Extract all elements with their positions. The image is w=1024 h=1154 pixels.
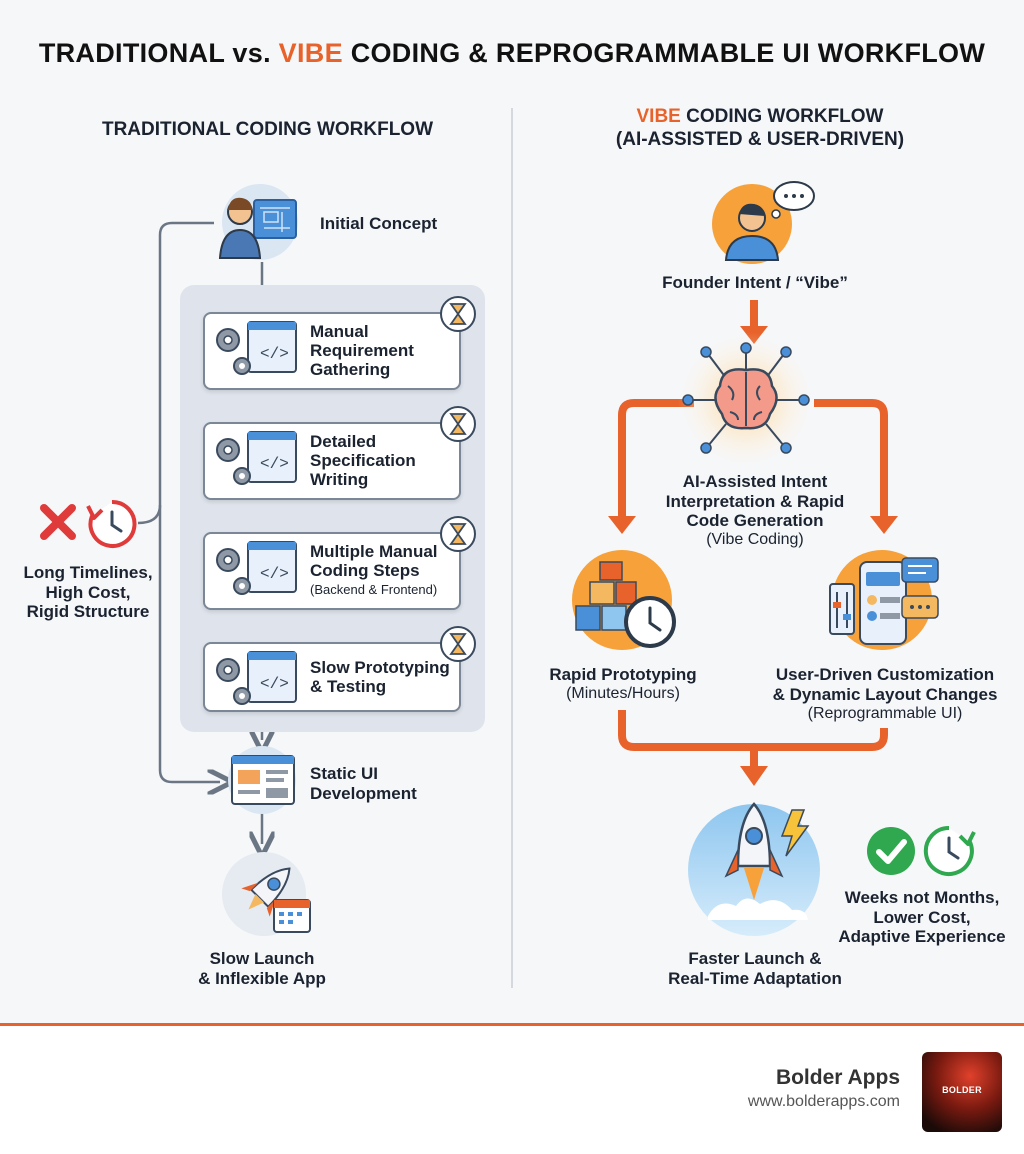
ai-line2: Interpretation & Rapid <box>665 492 845 511</box>
check-icon <box>866 826 916 876</box>
step1-line3: Gathering <box>310 360 391 379</box>
slow-launch-line2: & Inflexible App <box>198 969 326 988</box>
column-divider <box>511 108 513 988</box>
person-blueprint-icon <box>218 182 300 262</box>
hourglass-icons <box>440 296 476 662</box>
slow-launch-line1: Slow Launch <box>209 949 315 968</box>
fast-launch-line1: Faster Launch & <box>688 949 822 968</box>
step-requirement-gathering <box>203 312 461 390</box>
rocket-calendar-icon <box>214 850 314 940</box>
ai-brain-icon <box>676 330 816 470</box>
drawback-line2: High Cost, <box>45 583 131 602</box>
fast-launch-line2: Real-Time Adaptation <box>668 969 842 988</box>
initial-concept-label: Initial Concept <box>320 214 438 233</box>
step4-line2: & Testing <box>310 677 387 696</box>
step4-line1: Slow Prototyping <box>310 658 450 677</box>
gear-code-icons: </> <box>216 321 297 705</box>
page-title: TRADITIONAL vs. VIBE CODING & REPROGRAMM… <box>38 38 986 68</box>
static-ui-line2: Development <box>310 784 417 803</box>
x-mark-icon <box>36 500 80 544</box>
step1-line2: Requirement <box>310 341 414 360</box>
step3-line2: Coding Steps <box>310 561 420 580</box>
step2-line1: Detailed <box>310 432 377 451</box>
clock-forward-icon <box>922 824 976 878</box>
rapid-proto-note: (Minutes/Hours) <box>566 685 680 702</box>
traditional-heading: TRADITIONAL CODING WORKFLOW <box>101 119 434 140</box>
custom-note: (Reprogrammable UI) <box>807 705 963 722</box>
step1-line1: Manual <box>310 322 369 341</box>
svg-text:</>: </> <box>260 345 289 363</box>
step-specification-writing <box>203 422 461 500</box>
rocket-launch-icon <box>688 796 824 938</box>
vibe-connectors <box>608 300 898 786</box>
brand-url[interactable]: www.bolderapps.com <box>747 1093 900 1110</box>
step2-line2: Specification <box>310 451 416 470</box>
blocks-clock-icon <box>568 548 680 652</box>
benefit-line1: Weeks not Months, <box>844 888 1000 907</box>
benefit-line2: Lower Cost, <box>873 908 971 927</box>
custom-line1: User-Driven Customization <box>775 665 995 684</box>
ai-line1: AI-Assisted Intent <box>682 472 828 491</box>
drawback-line3: Rigid Structure <box>26 602 150 621</box>
bolder-logo-text: BOLDER <box>942 1085 982 1095</box>
static-ui-icon <box>226 746 298 814</box>
founder-intent-label: Founder Intent / “Vibe” <box>662 273 848 292</box>
founder-thought-icon <box>710 178 818 268</box>
ai-note: (Vibe Coding) <box>706 531 804 548</box>
drawback-line1: Long Timelines, <box>23 563 153 582</box>
rapid-proto-label: Rapid Prototyping <box>549 665 697 684</box>
footer <box>0 1026 1024 1154</box>
brand-name: Bolder Apps <box>775 1066 900 1089</box>
vibe-heading-sub: (AI-ASSISTED & USER-DRIVEN) <box>615 129 905 150</box>
custom-line2: & Dynamic Layout Changes <box>772 685 998 704</box>
step2-line3: Writing <box>310 470 369 489</box>
vibe-heading: VIBE CODING WORKFLOW <box>636 106 884 127</box>
step3-line1: Multiple Manual <box>310 542 438 561</box>
static-ui-line1: Static UI <box>310 764 379 783</box>
footer-divider <box>0 1023 1024 1026</box>
bolder-logo <box>922 1052 1002 1132</box>
ai-line3: Code Generation <box>686 511 824 530</box>
phone-customize-icon <box>826 548 944 654</box>
clock-reverse-icon <box>86 498 138 550</box>
benefit-line3: Adaptive Experience <box>838 927 1006 946</box>
step3-note: (Backend & Frontend) <box>310 582 438 597</box>
step-manual-coding <box>203 532 461 610</box>
